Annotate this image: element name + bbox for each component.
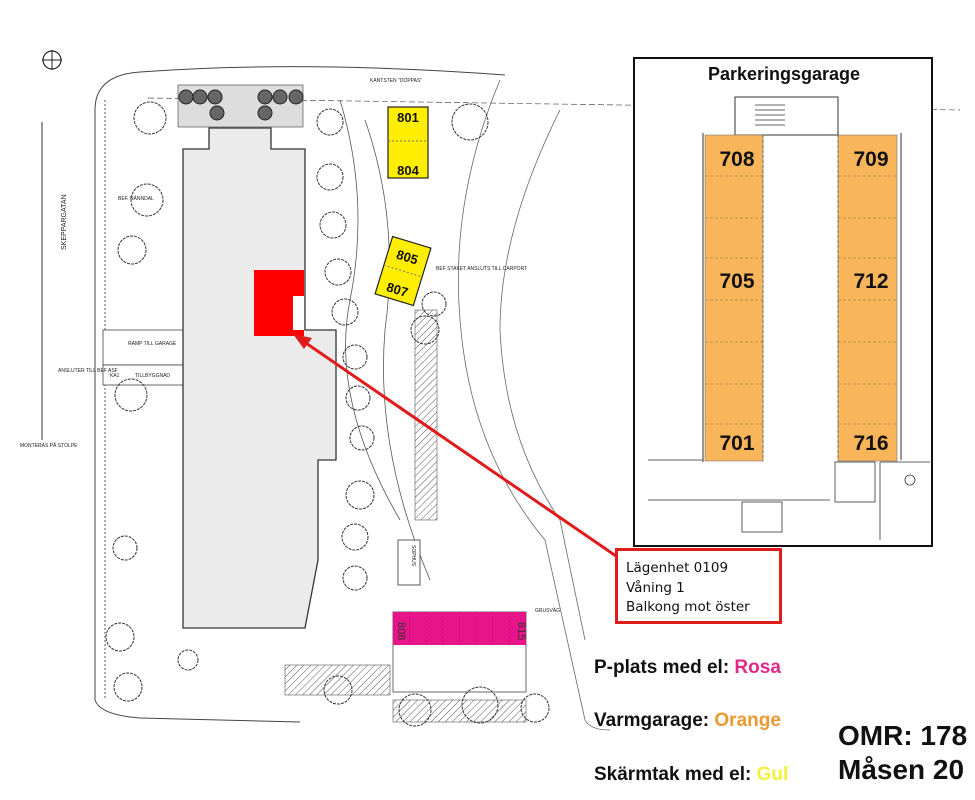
tree-icon xyxy=(323,675,353,705)
garage-title: Parkeringsgarage xyxy=(707,64,861,84)
legend-color-name: Gul xyxy=(756,764,789,785)
garage-lower-plan xyxy=(648,459,930,540)
tree-icon xyxy=(398,693,432,727)
tree-icon xyxy=(114,378,148,412)
ev-parking-808-815[interactable]: 808 815 xyxy=(393,612,527,645)
legend-label: P-plats med el: xyxy=(594,657,735,678)
tree-icon xyxy=(345,480,375,510)
hatched-edge xyxy=(284,664,391,696)
tree-icon xyxy=(324,258,352,286)
shrub-group xyxy=(178,89,304,121)
waste-house xyxy=(397,539,421,586)
legend-ev-parking: P-plats med el: Rosa xyxy=(594,657,781,679)
tree-icon xyxy=(319,211,347,239)
tree-icon xyxy=(316,108,344,136)
tree-icon xyxy=(342,565,368,591)
garage-stairwell xyxy=(734,96,839,136)
fence-label: BEF STAKET ANSLUTS TILL CARPORT xyxy=(436,266,527,272)
tree-icon xyxy=(421,291,447,317)
ka1-label: KA1 xyxy=(110,373,120,379)
garage-row-left xyxy=(704,134,764,462)
waste-label: SOPHUS xyxy=(410,545,416,567)
gravel-label: GRUSVÄG xyxy=(535,607,560,614)
road-edge xyxy=(499,109,586,641)
legend-carport: Skärmtak med el: Gul xyxy=(594,764,788,786)
property-name: Måsen 20 xyxy=(838,754,965,785)
street-label: SKEPPARGATAN xyxy=(61,194,68,250)
tree-icon xyxy=(341,523,369,551)
ev-spot-815: 815 xyxy=(515,622,527,640)
callout-floor: Våning 1 xyxy=(626,579,685,596)
annex-label: TILLBYGGNAD xyxy=(135,373,170,379)
walkway-edge xyxy=(364,119,431,581)
carport-spot-801: 801 xyxy=(397,110,419,125)
tree-icon xyxy=(342,344,368,370)
shrub-icon xyxy=(192,89,208,105)
curb-label: KANTSTEN "DOPPAS" xyxy=(370,78,422,84)
ev-spot-808: 808 xyxy=(395,622,407,640)
garage-spot-716: 716 xyxy=(853,432,888,455)
legend-color-name: Orange xyxy=(714,710,781,731)
garage-spot-709: 709 xyxy=(853,148,888,171)
garage-spot-701: 701 xyxy=(719,432,754,455)
tree-icon xyxy=(520,693,550,723)
tree-icon xyxy=(451,103,489,141)
hatched-slope xyxy=(414,309,438,521)
garage-row-right xyxy=(837,134,898,462)
carport-spot-804: 804 xyxy=(397,163,419,178)
connects-label: ANSLUTER TILL BEF ASF xyxy=(58,368,118,374)
tree-icon xyxy=(113,672,143,702)
area-number: OMR: 178 xyxy=(838,720,968,751)
legend-heated-garage: Varmgarage: Orange xyxy=(594,710,781,732)
shrub-icon xyxy=(178,89,194,105)
tree-icon xyxy=(112,535,138,561)
tree-icon xyxy=(345,385,371,411)
garage-spot-708: 708 xyxy=(719,148,754,171)
shrub-icon xyxy=(272,89,288,105)
tree-icon xyxy=(105,622,135,652)
tree-group xyxy=(105,101,550,727)
shrub-icon xyxy=(209,105,225,121)
tree-icon xyxy=(117,235,147,265)
road-edge xyxy=(457,79,586,721)
carport-spot-805: 805 xyxy=(395,247,420,268)
shrub-icon xyxy=(207,89,223,105)
tree-icon xyxy=(133,101,167,135)
legend-label: Varmgarage: xyxy=(594,710,715,731)
apartment-callout: Lägenhet 0109 Våning 1 Balkong mot öster xyxy=(615,548,782,624)
tree-icon xyxy=(316,163,344,191)
garage-spot-712: 712 xyxy=(853,270,888,293)
tree-icon xyxy=(331,298,359,326)
hatched-edge xyxy=(392,699,527,723)
carport-spot-807: 807 xyxy=(385,279,410,300)
apartment-building xyxy=(182,127,337,629)
callout-balcony: Balkong mot öster xyxy=(626,599,750,615)
legend-color-name: Rosa xyxy=(734,657,781,678)
ramp-label: RAMP TILL GARAGE xyxy=(128,341,177,347)
balcony-notch xyxy=(293,296,304,330)
carport-801-804[interactable]: 801 804 xyxy=(387,106,429,179)
callout-apartment: Lägenhet 0109 xyxy=(626,560,729,576)
tree-icon xyxy=(130,183,164,217)
garage-spot-705: 705 xyxy=(719,270,754,293)
shrub-icon xyxy=(257,105,273,121)
stairs-icon xyxy=(755,104,785,126)
callout-arrow xyxy=(293,334,617,558)
tree-icon xyxy=(177,649,199,671)
shrub-icon xyxy=(257,89,273,105)
tree-icon xyxy=(410,315,440,345)
legend-label: Skärmtak med el: xyxy=(594,764,757,785)
north-arrow-icon xyxy=(42,50,62,70)
gutter-label: BEF. RÄNNDAL xyxy=(118,195,154,202)
site-boundary xyxy=(94,66,506,700)
garage-ramp xyxy=(102,329,189,366)
site-boundary-bottom xyxy=(94,699,301,723)
shrub-icon xyxy=(288,89,304,105)
mount-label: MONTERAS PÅ STOLPE xyxy=(20,442,78,449)
tree-icon xyxy=(349,425,375,451)
tree-icon xyxy=(461,686,499,724)
carport-805-807[interactable]: 805 807 xyxy=(374,235,432,307)
road-edge xyxy=(584,719,611,731)
